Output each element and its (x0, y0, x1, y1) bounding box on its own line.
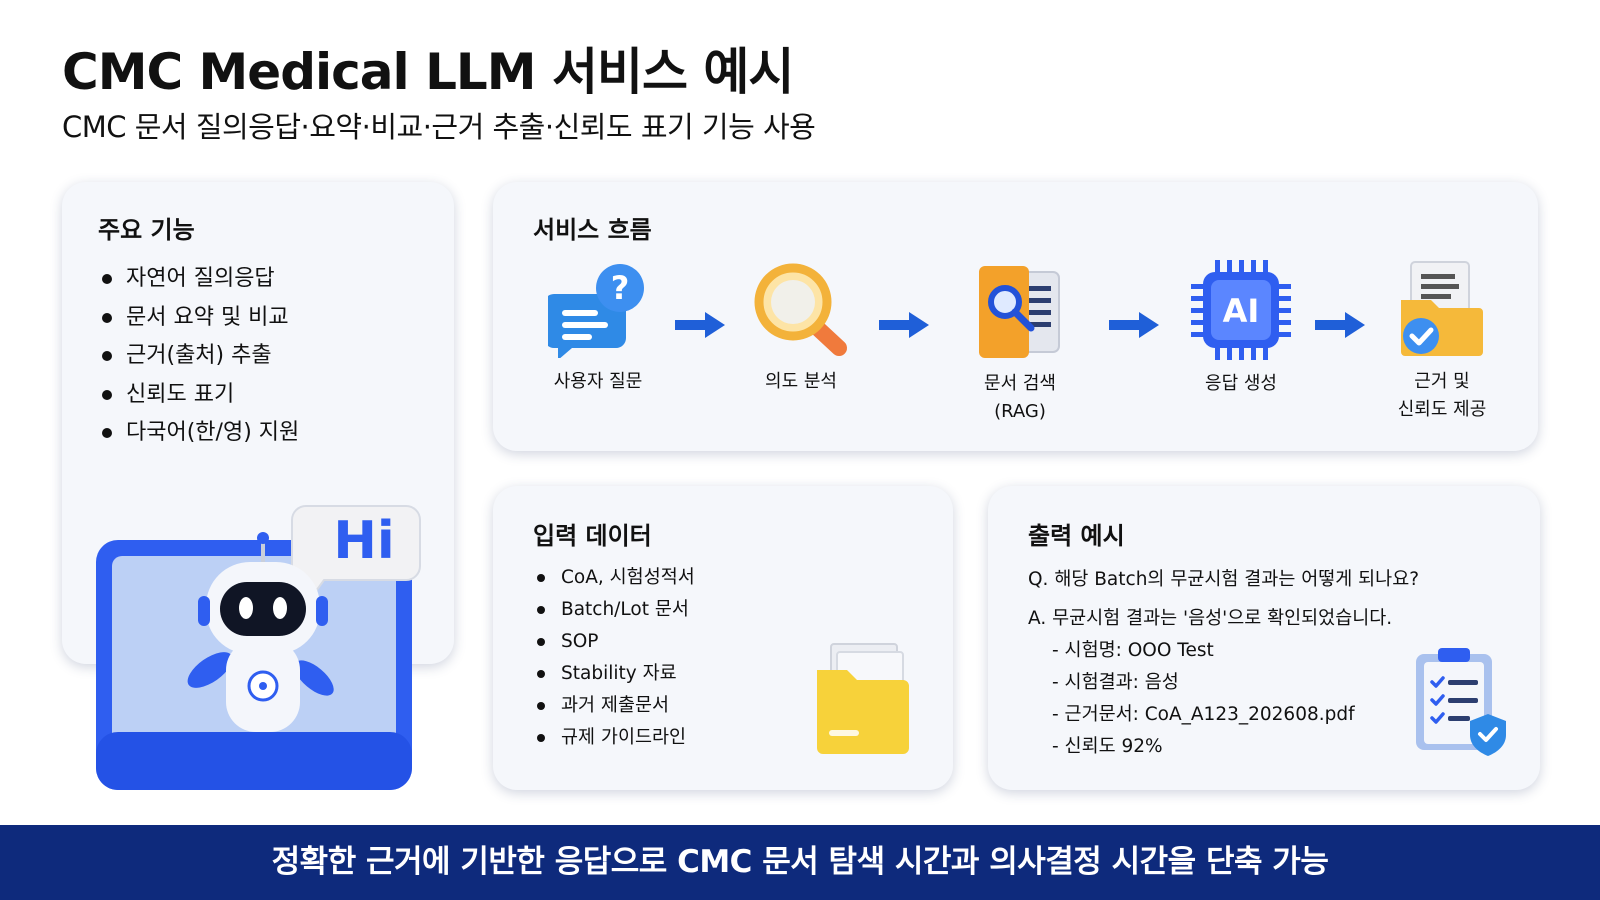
arrow-right-icon (1315, 312, 1365, 338)
input-data-list: CoA, 시험성적서 Batch/Lot 문서 SOP Stability 자료… (533, 565, 695, 757)
page-title: CMC Medical LLM 서비스 예시 (62, 43, 794, 101)
flow-step-generate: 응답 생성 (1205, 373, 1277, 394)
list-item: Stability 자료 (533, 661, 695, 693)
output-detail: - 근거문서: CoA_A123_202608.pdf (1052, 704, 1355, 725)
flow-step-intent: 의도 분석 (765, 371, 837, 392)
output-example-title: 출력 예시 (1028, 522, 1125, 550)
folder-icon (817, 643, 909, 754)
list-item: 과거 제출문서 (533, 693, 695, 725)
output-answer: A. 무균시험 결과는 '음성'으로 확인되었습니다. (1028, 608, 1393, 629)
svg-text:?: ? (611, 269, 630, 307)
list-item: 근거(출처) 추출 (98, 341, 299, 380)
ai-chip-icon: AI (1191, 260, 1291, 360)
magnifier-icon (754, 263, 847, 356)
service-flow-card: 서비스 흐름 ? 사용자 질문 의도 분석 문서 (493, 182, 1538, 451)
arrow-right-icon (675, 312, 725, 338)
list-item: 규제 가이드라인 (533, 725, 695, 757)
document-search-icon (979, 266, 1060, 358)
flow-step-question: 사용자 질문 (553, 371, 643, 392)
output-detail: - 시험결과: 음성 (1052, 672, 1179, 693)
output-question: Q. 해당 Batch의 무균시험 결과는 어떻게 되나요? (1028, 569, 1420, 590)
list-item: SOP (533, 629, 695, 661)
output-example-card: 출력 예시 Q. 해당 Batch의 무균시험 결과는 어떻게 되나요? A. … (988, 486, 1540, 790)
bottom-banner: 정확한 근거에 기반한 응답으로 CMC 문서 탐색 시간과 의사결정 시간을 … (0, 825, 1600, 900)
chat-question-icon: ? (548, 264, 644, 358)
list-item: Batch/Lot 문서 (533, 597, 695, 629)
arrow-right-icon (1109, 312, 1159, 338)
features-list: 자연어 질의응답 문서 요약 및 비교 근거(출처) 추출 신뢰도 표기 다국어… (98, 264, 299, 457)
input-data-card: 입력 데이터 CoA, 시험성적서 Batch/Lot 문서 SOP Stabi… (493, 486, 953, 790)
robot-laptop-illustration: Hi (88, 500, 428, 792)
robot-speech-bubble: Hi (333, 511, 394, 571)
svg-text:AI: AI (1223, 292, 1260, 330)
output-detail: - 신뢰도 92% (1052, 736, 1163, 757)
page-subtitle: CMC 문서 질의응답·요약·비교·근거 추출·신뢰도 표기 기능 사용 (62, 110, 816, 144)
service-flow-title: 서비스 흐름 (533, 216, 652, 244)
arrow-right-icon (879, 312, 929, 338)
list-item: 자연어 질의응답 (98, 264, 299, 303)
list-item: CoA, 시험성적서 (533, 565, 695, 597)
flow-step-rag: 문서 검색 (RAG) (984, 373, 1056, 422)
verified-folder-icon (1401, 261, 1483, 356)
list-item: 다국어(한/영) 지원 (98, 418, 299, 457)
features-title: 주요 기능 (98, 216, 195, 244)
list-item: 신뢰도 표기 (98, 380, 299, 419)
input-data-title: 입력 데이터 (533, 522, 652, 550)
output-detail: - 시험명: OOO Test (1052, 640, 1214, 661)
flow-step-evidence: 근거 및 신뢰도 제공 (1397, 371, 1487, 420)
verified-clipboard-icon (1416, 648, 1506, 756)
list-item: 문서 요약 및 비교 (98, 303, 299, 342)
